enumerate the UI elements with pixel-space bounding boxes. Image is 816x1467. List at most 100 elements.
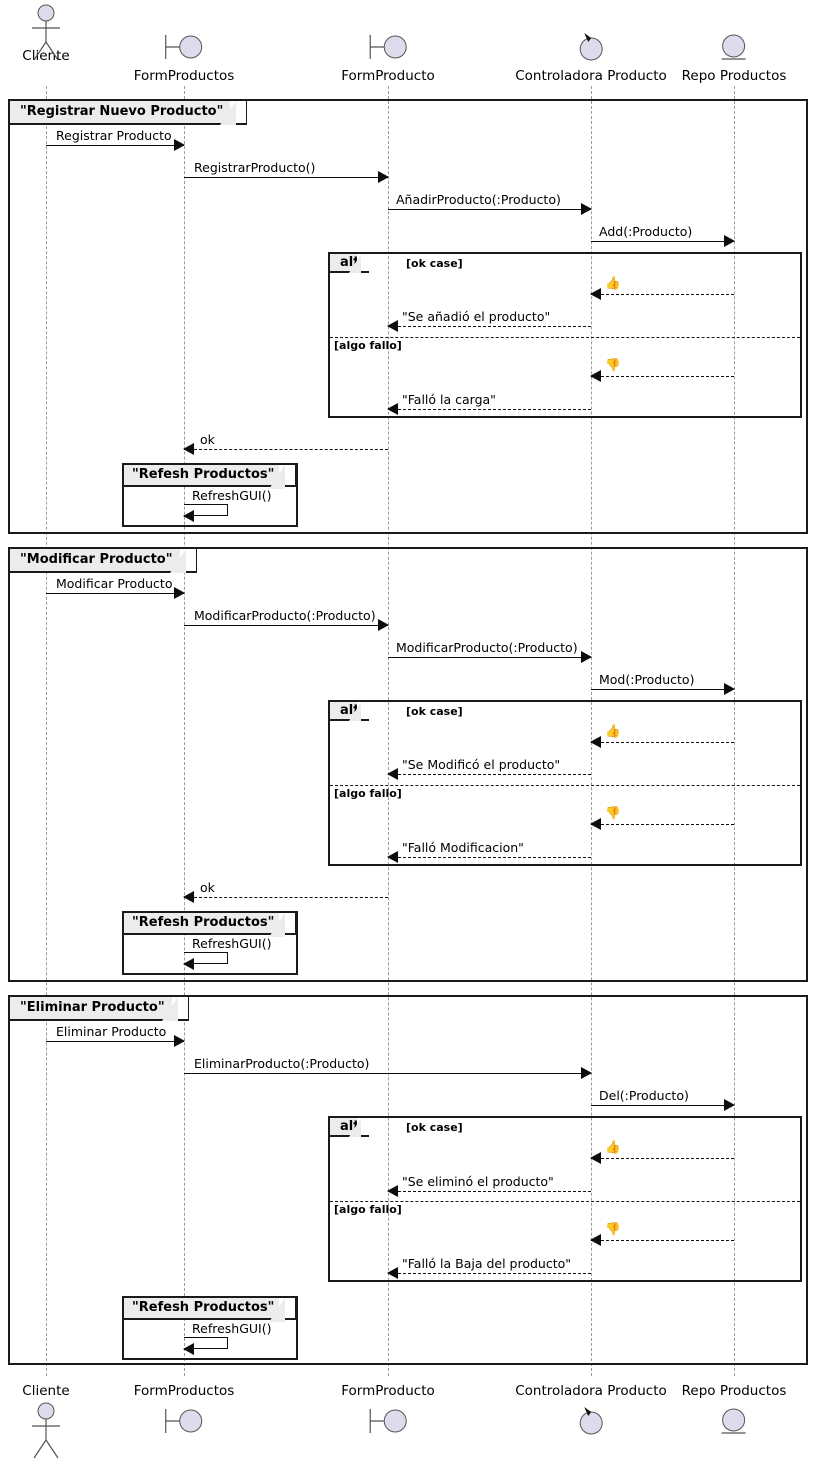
participant-footer-repo-productos[interactable]: Repo Productos — [682, 1384, 786, 1438]
alt-fragment-registrar[interactable]: alt [ok case] [algo fallo] — [328, 252, 802, 418]
message-line — [388, 326, 591, 327]
actor-icon — [16, 1402, 76, 1458]
arrow-left-icon — [183, 509, 194, 522]
message-line — [591, 1158, 734, 1159]
message-line — [591, 376, 734, 377]
frame-registrar-nuevo-producto[interactable]: "Registrar Nuevo Producto" — [8, 99, 808, 534]
thumbs-up-icon: 👍 — [605, 1138, 621, 1154]
arrow-left-icon — [590, 288, 601, 300]
guard-ok-case: [ok case] — [406, 1121, 463, 1134]
participant-footer-formproducto[interactable]: FormProducto — [341, 1384, 435, 1438]
arrow-right-icon — [581, 651, 592, 663]
frame-eliminar-producto[interactable]: "Eliminar Producto" — [8, 995, 808, 1365]
alt-tab-fold — [349, 254, 370, 273]
arrow-right-icon — [724, 235, 735, 247]
message-label: Modificar Producto — [56, 575, 173, 591]
message-label: RegistrarProducto() — [194, 159, 316, 175]
message-line — [388, 857, 591, 858]
participant-label: Controladora Producto — [515, 68, 667, 84]
participant-label: FormProducto — [341, 68, 435, 84]
control-icon — [561, 30, 621, 64]
self-message-refreshgui-2[interactable]: RefreshGUI() — [183, 936, 271, 970]
arrow-right-icon — [724, 683, 735, 695]
message-line — [184, 625, 388, 626]
arrow-left-icon — [387, 403, 398, 415]
participant-footer-formproductos[interactable]: FormProductos — [134, 1384, 234, 1438]
arrow-left-icon — [387, 320, 398, 332]
message-line — [591, 294, 734, 295]
alt-branch-divider — [330, 1201, 800, 1202]
message-label: "Se Modificó el producto" — [402, 756, 561, 772]
participant-label: Repo Productos — [681, 68, 787, 84]
participant-header-formproducto[interactable]: FormProducto — [341, 30, 435, 84]
arrow-left-icon — [387, 768, 398, 780]
message-line — [388, 657, 591, 658]
message-line — [184, 449, 388, 450]
alt-branch-divider — [330, 785, 800, 786]
thumbs-down-icon: 👎 — [605, 804, 621, 820]
message-label: Add(:Producto) — [599, 223, 693, 239]
subframe-title-notch — [269, 465, 296, 490]
subframe-refesh-productos-3[interactable]: "Refesh Productos" — [122, 1296, 298, 1360]
message-label: ok — [200, 879, 215, 895]
participant-header-cliente[interactable]: Cliente — [16, 4, 76, 64]
arrow-left-icon — [387, 1267, 398, 1279]
participant-header-formproductos[interactable]: FormProductos — [133, 30, 235, 84]
guard-ok-case: [ok case] — [406, 705, 463, 718]
arrow-left-icon — [387, 1185, 398, 1197]
guard-algo-fallo: [algo fallo] — [334, 339, 402, 352]
message-label: ok — [200, 431, 215, 447]
message-line — [46, 593, 184, 594]
subframe-refesh-productos-1[interactable]: "Refesh Productos" — [122, 463, 298, 527]
participant-label: FormProductos — [133, 68, 235, 84]
arrow-right-icon — [174, 1035, 185, 1047]
participant-label: Controladora Producto — [515, 1383, 667, 1399]
message-label: ModificarProducto(:Producto) — [194, 607, 376, 623]
entity-icon — [704, 1404, 764, 1438]
arrow-left-icon — [387, 851, 398, 863]
message-line — [184, 177, 388, 178]
lifeline-repo-productos — [734, 86, 735, 1376]
self-message-refreshgui-3[interactable]: RefreshGUI() — [183, 1321, 271, 1355]
alt-operator-tab: alt — [330, 1118, 370, 1137]
message-label: Eliminar Producto — [56, 1023, 167, 1039]
message-line — [591, 742, 734, 743]
message-line — [46, 1041, 184, 1042]
message-line — [388, 209, 591, 210]
message-label: Registrar Producto — [56, 127, 172, 143]
arrow-left-icon — [590, 818, 601, 830]
arrow-left-icon — [183, 443, 194, 455]
thumbs-down-icon: 👎 — [605, 356, 621, 372]
participant-header-repo-productos[interactable]: Repo Productos — [681, 30, 787, 84]
message-label: Mod(:Producto) — [599, 671, 695, 687]
message-line — [184, 1073, 591, 1074]
arrow-right-icon — [378, 619, 389, 631]
alt-operator-tab: alt — [330, 702, 370, 721]
frame-title-notch — [220, 101, 247, 126]
message-line — [591, 1240, 734, 1241]
participant-header-controladora-producto[interactable]: Controladora Producto — [515, 30, 667, 84]
participant-footer-cliente[interactable]: Cliente — [16, 1384, 76, 1458]
arrow-left-icon — [183, 957, 194, 970]
subframe-title-notch — [269, 913, 296, 938]
frame-modificar-producto[interactable]: "Modificar Producto" — [8, 547, 808, 982]
subframe-refesh-productos-2[interactable]: "Refesh Productos" — [122, 911, 298, 975]
arrow-right-icon — [174, 139, 185, 151]
message-label: "Falló la Baja del producto" — [402, 1255, 572, 1271]
self-message-refreshgui-1[interactable]: RefreshGUI() — [183, 488, 271, 522]
arrow-right-icon — [378, 171, 389, 183]
message-line — [591, 241, 734, 242]
lifeline-formproductos — [184, 86, 185, 1376]
message-line — [591, 824, 734, 825]
lifeline-controladora-producto — [591, 86, 592, 1376]
boundary-icon — [358, 1404, 418, 1438]
alt-fragment-modificar[interactable]: alt [ok case] [algo fallo] — [328, 700, 802, 866]
boundary-icon — [358, 30, 418, 64]
subframe-title: "Refesh Productos" — [124, 1298, 297, 1323]
subframe-title-label: "Refesh Productos" — [132, 1300, 275, 1315]
arrow-left-icon — [590, 370, 601, 382]
message-line — [591, 689, 734, 690]
alt-fragment-eliminar[interactable]: alt [ok case] [algo fallo] — [328, 1116, 802, 1282]
thumbs-up-icon: 👍 — [605, 274, 621, 290]
participant-footer-controladora-producto[interactable]: Controladora Producto — [515, 1383, 667, 1438]
